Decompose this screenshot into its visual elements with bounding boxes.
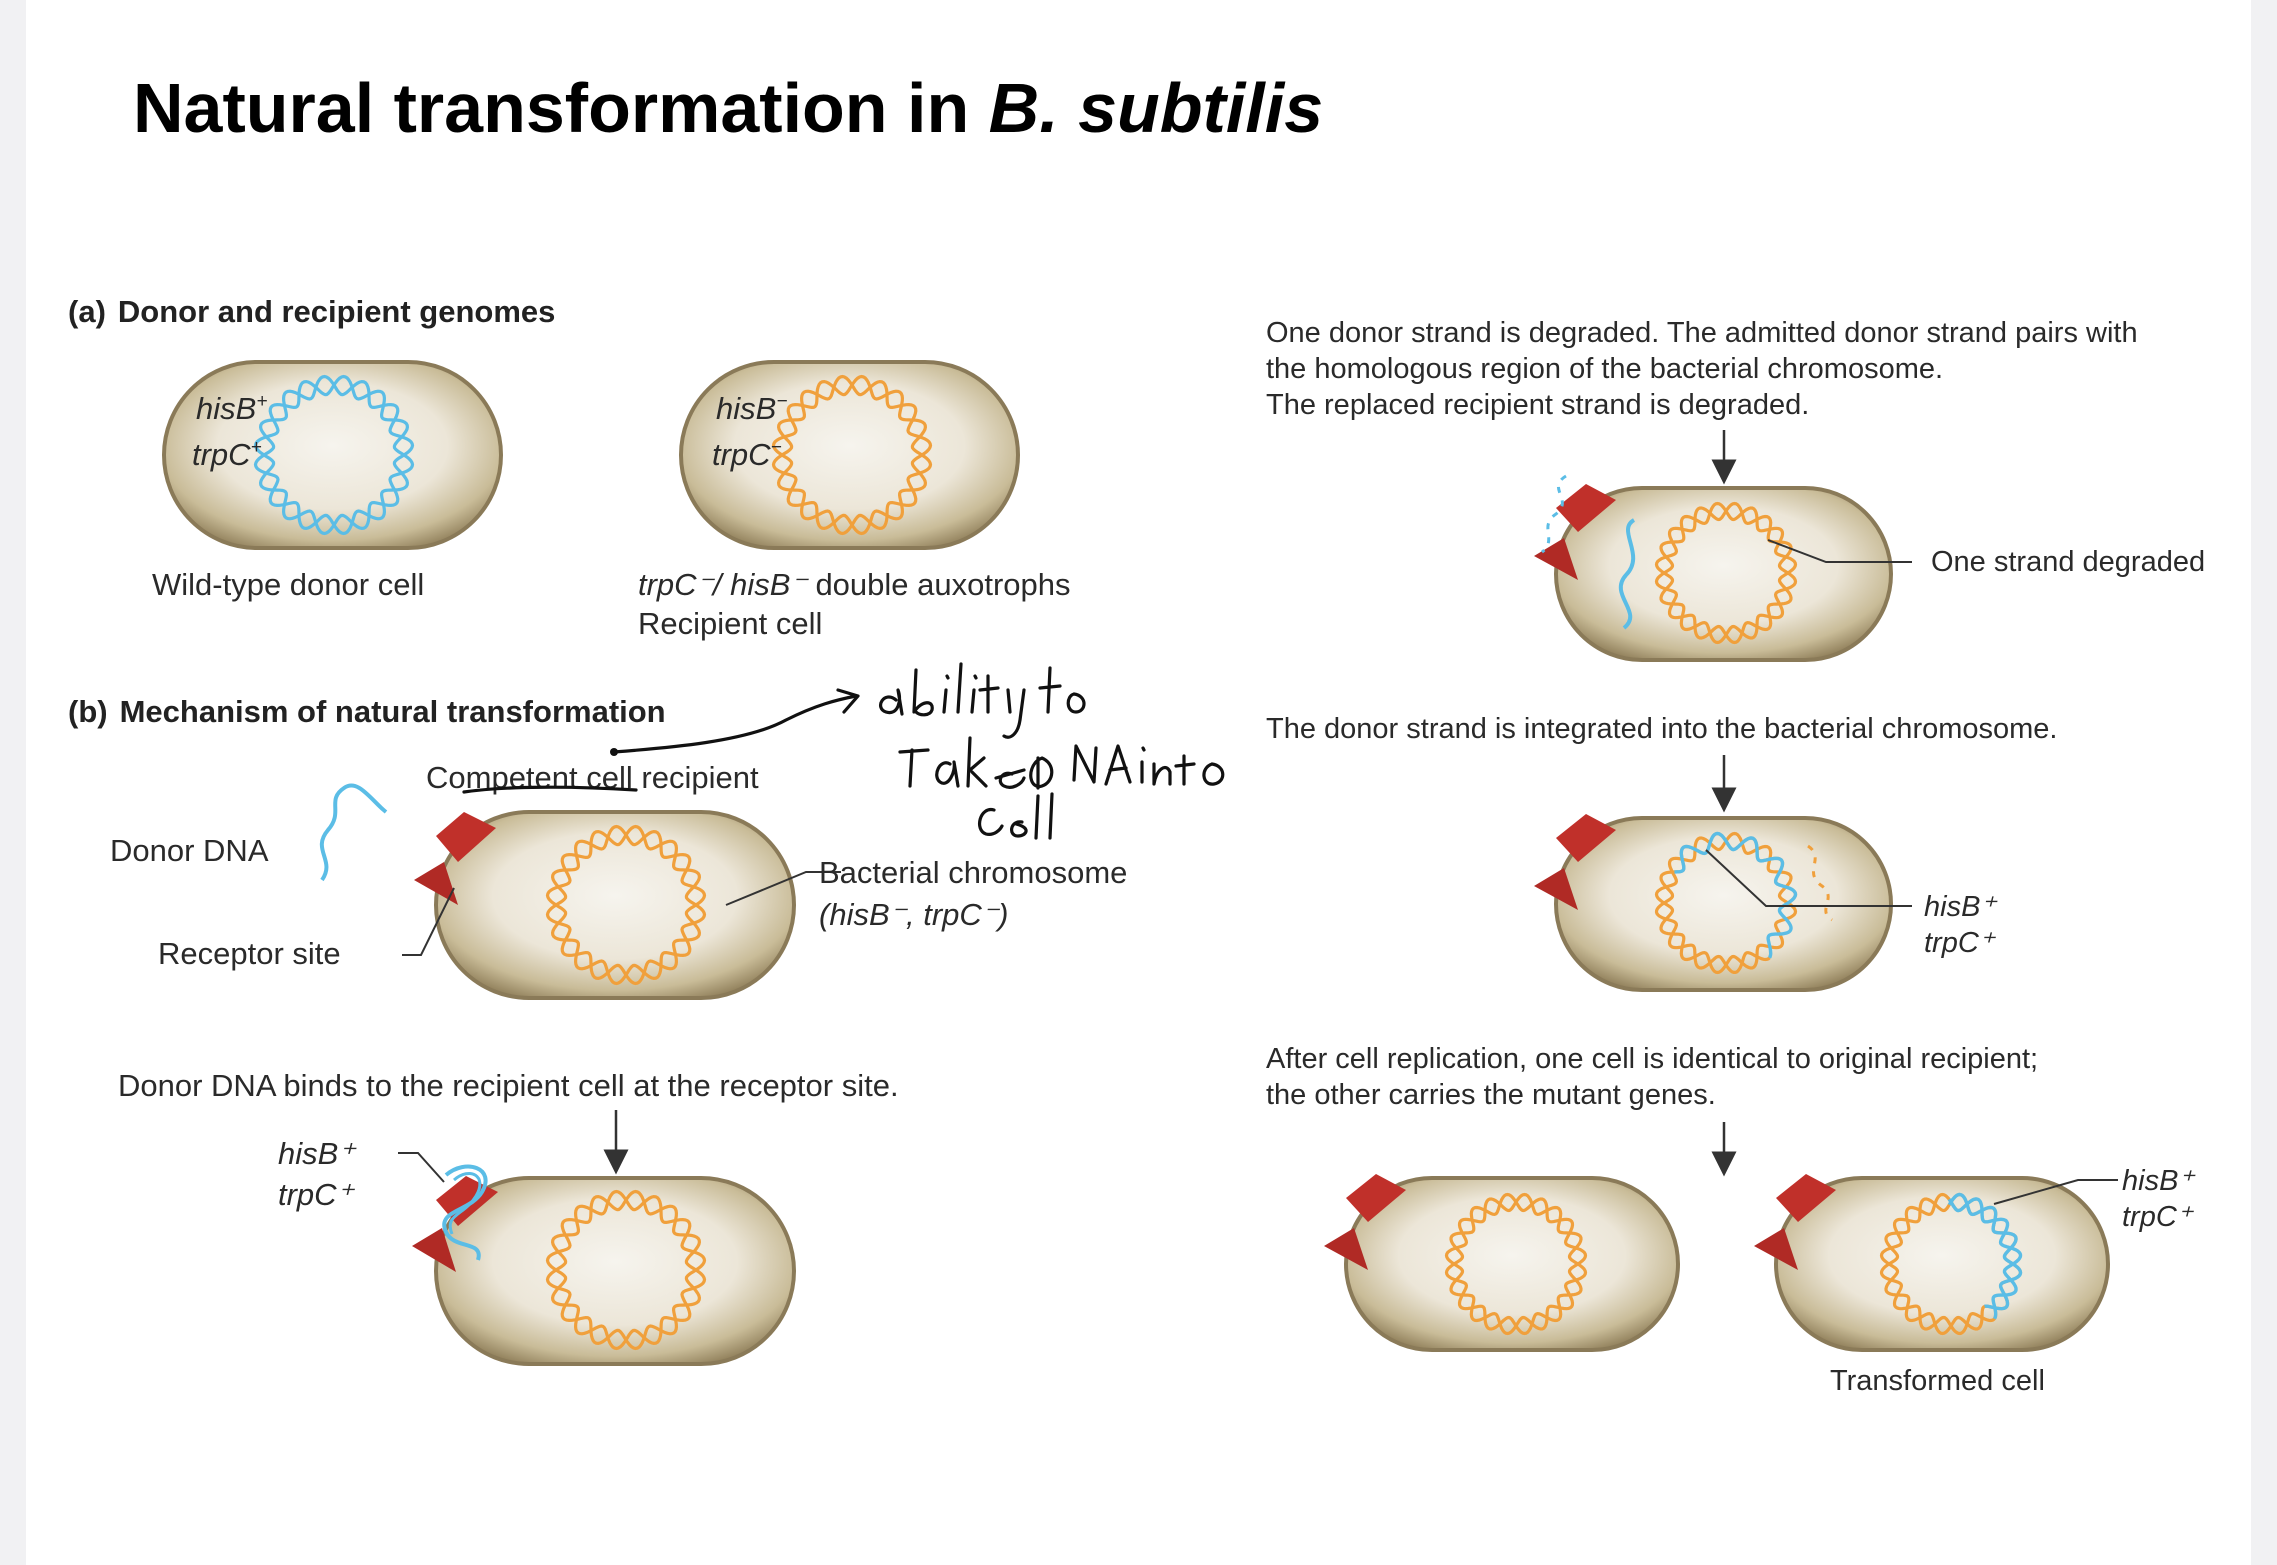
hand-arrow bbox=[612, 694, 858, 754]
recipient-gene-hisb: hisB− bbox=[716, 391, 787, 426]
panel-b-heading: (b)Mechanism of natural transformation bbox=[68, 694, 666, 729]
recipient-gene-trpc: trpC− bbox=[712, 437, 782, 472]
receptor-site bbox=[436, 812, 496, 862]
admitted-donor-strand bbox=[1618, 518, 1636, 630]
bound-donor-dna bbox=[442, 1164, 488, 1261]
slide: Natural transformation in B. subtilis (a… bbox=[26, 0, 2251, 1565]
donor-dna-label: Donor DNA bbox=[110, 833, 269, 868]
step1-gene-trpc: trpC⁺ bbox=[278, 1177, 356, 1212]
recipient-cell bbox=[679, 360, 1020, 550]
step4-gene-hisb: hisB⁺ bbox=[2122, 1165, 2196, 1197]
step4-line2: the other carries the mutant genes. bbox=[1266, 1079, 1716, 1111]
chromosome-leader bbox=[725, 871, 841, 906]
step3-chromosome bbox=[1654, 831, 1798, 975]
step2-chromosome bbox=[1654, 501, 1798, 645]
step3-text: The donor strand is integrated into the … bbox=[1266, 713, 2057, 745]
daughter-cell-original bbox=[1324, 1174, 1680, 1352]
degraded-leader bbox=[1767, 539, 1912, 563]
step1-gene-leader bbox=[398, 1152, 445, 1183]
dna-strand bbox=[1947, 1192, 2023, 1311]
degraded-label: One strand degraded bbox=[1931, 546, 2205, 578]
degraded-recipient-strand bbox=[1807, 844, 1833, 922]
donor-caption: Wild-type donor cell bbox=[152, 567, 424, 602]
page-title: Natural transformation in B. subtilis bbox=[133, 69, 1323, 147]
diagram: Natural transformation in B. subtilis (a… bbox=[68, 69, 2205, 1397]
dna-strand bbox=[1444, 1192, 1588, 1336]
dna-strand bbox=[1654, 501, 1798, 645]
donor-chromosome bbox=[253, 374, 415, 536]
step3-gene-hisb: hisB⁺ bbox=[1924, 891, 1998, 923]
step1-text: Donor DNA binds to the recipient cell at… bbox=[118, 1068, 899, 1103]
step3-gene-leader bbox=[1705, 849, 1912, 907]
dna-strand bbox=[253, 374, 415, 536]
step2-cell bbox=[1534, 484, 1893, 662]
transformed-label: Transformed cell bbox=[1830, 1365, 2045, 1397]
dna-strand bbox=[545, 824, 707, 986]
dna-strand bbox=[545, 1189, 707, 1351]
receptor-label: Receptor site bbox=[158, 936, 341, 971]
donor-gene-hisb: hisB+ bbox=[196, 391, 267, 426]
chromosome-genes: (hisB⁻, trpC⁻) bbox=[819, 897, 1008, 932]
step2-line2: the homologous region of the bacterial c… bbox=[1266, 353, 1943, 385]
step4-gene-leader bbox=[1993, 1179, 2118, 1205]
transformed-chromosome bbox=[1879, 1192, 2023, 1336]
original-chromosome bbox=[1444, 1192, 1588, 1336]
dna-strand bbox=[1879, 1192, 1998, 1336]
donor-cell bbox=[162, 360, 503, 550]
dna-strand bbox=[1674, 831, 1798, 959]
step4-gene-trpc: trpC⁺ bbox=[2122, 1201, 2195, 1233]
handwritten-annotation bbox=[462, 662, 1225, 840]
step3-gene-trpc: trpC⁺ bbox=[1924, 927, 1997, 959]
bound-donor-dna bbox=[448, 1171, 482, 1235]
step1-chromosome bbox=[545, 1189, 707, 1351]
donor-dna-fragment bbox=[320, 783, 388, 882]
step1-gene-hisb: hisB⁺ bbox=[278, 1136, 357, 1171]
competent-cell bbox=[414, 810, 796, 1000]
recipient-caption: trpC⁻/ hisB⁻ double auxotrophs bbox=[638, 567, 1071, 602]
step3-cell bbox=[1534, 814, 1893, 992]
chromosome-label: Bacterial chromosome bbox=[819, 855, 1127, 890]
dna-strand bbox=[1947, 1197, 2023, 1320]
degraded-donor-strand bbox=[1540, 474, 1567, 554]
step2-line1: One donor strand is degraded. The admitt… bbox=[1266, 317, 2138, 349]
hand-underline bbox=[462, 785, 638, 794]
panel-a-heading: (a)Donor and recipient genomes bbox=[68, 294, 555, 329]
recipient-chromosome bbox=[771, 374, 933, 536]
donor-gene-trpc: trpC+ bbox=[192, 437, 262, 472]
dna-strand bbox=[771, 374, 933, 536]
recipient-caption-line2: Recipient cell bbox=[638, 606, 822, 641]
receptor-leader bbox=[402, 887, 455, 956]
step4-line1: After cell replication, one cell is iden… bbox=[1266, 1043, 2038, 1075]
bacterial-chromosome bbox=[545, 824, 707, 986]
hand-arrow-head bbox=[836, 688, 860, 714]
daughter-cell-transformed bbox=[1754, 1174, 2110, 1352]
receptor-site bbox=[414, 862, 458, 905]
step2-line3: The replaced recipient strand is degrade… bbox=[1266, 389, 1809, 421]
